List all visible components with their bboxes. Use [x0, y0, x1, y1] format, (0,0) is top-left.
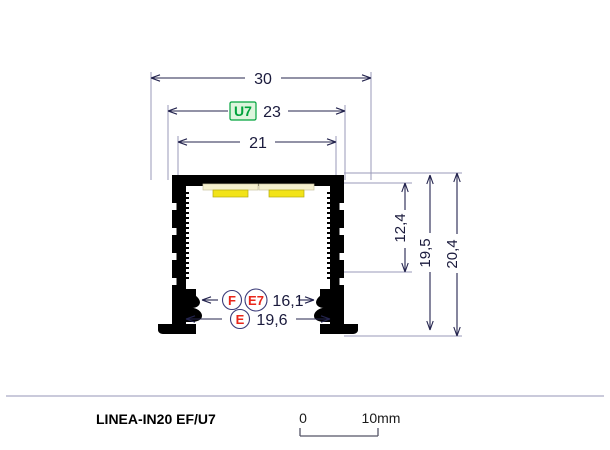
led-chip-right [268, 189, 305, 198]
arrow-204-bottom [453, 326, 461, 337]
dim-label-124: 12,4 [392, 213, 409, 242]
e-code-label: E [236, 312, 245, 327]
right-notch-4 [339, 278, 344, 285]
arrow-124-top [401, 182, 409, 193]
arrow-161-right [304, 296, 315, 304]
arrow-195-top [426, 174, 434, 185]
profile-left-wall [172, 175, 186, 324]
top-dimensions-group: 30 U7 23 21 [150, 71, 372, 152]
arrow-30-right [361, 74, 372, 82]
drawing-title: LINEA-IN20 EF/U7 [96, 411, 216, 427]
arrow-196-right [320, 315, 331, 323]
arrow-21-right [326, 138, 337, 146]
profile-cross-section [158, 175, 358, 334]
arrow-204-top [453, 172, 461, 183]
arrow-124-bottom [401, 262, 409, 273]
arrow-21-left [177, 138, 188, 146]
dim-label-23: 23 [263, 104, 281, 121]
scale-bar-bracket [299, 428, 379, 437]
arrow-23-left [167, 107, 178, 115]
scale-end-label: 10mm [362, 410, 401, 426]
f-code-label: F [228, 293, 236, 308]
right-notch-2 [339, 228, 344, 235]
bottom-dimensions-group: F E7 16,1 E 19,6 [185, 288, 331, 330]
f-code-bubble [221, 289, 243, 311]
e7-code-label: E7 [248, 293, 264, 308]
e7-code-bubble [244, 288, 268, 312]
arrow-161-left [201, 296, 212, 304]
arrow-196-left [185, 315, 196, 323]
left-notch-4 [172, 278, 177, 285]
left-clip-hook-upper [186, 293, 200, 308]
dim-label-196: 19,6 [256, 312, 287, 329]
extension-lines-group [150, 72, 462, 337]
right-notch-1 [339, 203, 344, 210]
led-strip-left [202, 183, 259, 198]
dim-label-21: 21 [249, 135, 267, 152]
arrow-195-bottom [426, 320, 434, 331]
led-pcb-left [202, 183, 259, 191]
left-notch-3 [172, 253, 177, 260]
e-code-bubble [229, 308, 251, 330]
dim-label-30: 30 [254, 71, 272, 88]
left-notch-2 [172, 228, 177, 235]
profile-top-web [172, 175, 344, 186]
right-dimensions-group: 12,4 19,5 20,4 [392, 172, 461, 337]
u7-badge-label: U7 [234, 103, 252, 119]
arrow-23-right [335, 107, 346, 115]
dim-label-204: 20,4 [444, 239, 461, 268]
led-pcb-right [258, 183, 315, 191]
scale-bar-group: 0 10mm [299, 410, 401, 437]
left-bottom-flange [158, 324, 196, 334]
right-inner-serrations [327, 192, 330, 279]
led-strip-right [258, 183, 315, 198]
right-clip-hook-upper [316, 293, 330, 308]
u7-badge-background [229, 101, 257, 121]
left-inner-serrations [186, 192, 189, 279]
right-clip-hook-lower [314, 307, 330, 322]
profile-right-wall [330, 175, 344, 324]
right-bottom-flange [320, 324, 358, 334]
left-notch-1 [172, 203, 177, 210]
right-notch-3 [339, 253, 344, 260]
arrow-30-left [150, 74, 161, 82]
dim-label-195: 19,5 [417, 238, 434, 267]
dim-label-161: 16,1 [272, 293, 303, 310]
led-chip-left [212, 189, 249, 198]
scale-start-label: 0 [299, 410, 307, 426]
left-clip-hook-lower [186, 307, 202, 322]
